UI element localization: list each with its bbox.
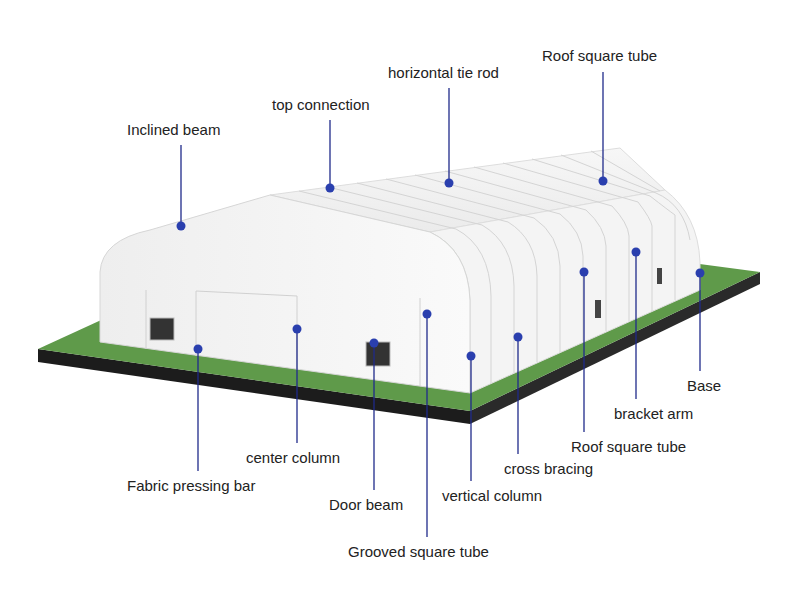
rafters	[299, 151, 690, 383]
part-label: Roof square tube	[569, 438, 688, 456]
part-label: top connection	[270, 96, 372, 114]
part-label: center column	[244, 449, 342, 467]
callout-dots	[177, 177, 705, 361]
part-label: Grooved square tube	[346, 543, 491, 561]
part-label: Base	[685, 377, 723, 395]
leader-lines	[181, 72, 700, 537]
door	[150, 318, 174, 340]
part-label: cross bracing	[502, 460, 595, 478]
part-label: Roof square tube	[540, 47, 659, 65]
part-label: horizontal tie rod	[386, 64, 501, 82]
part-label: vertical column	[440, 487, 544, 505]
part-label: Inclined beam	[125, 121, 222, 139]
part-label: bracket arm	[612, 405, 695, 423]
wall-panels	[146, 290, 420, 386]
window	[595, 300, 601, 318]
door	[366, 342, 390, 366]
window	[657, 268, 662, 284]
part-label: Door beam	[327, 496, 405, 514]
end-wall	[100, 195, 470, 393]
part-label: Fabric pressing bar	[125, 477, 257, 495]
